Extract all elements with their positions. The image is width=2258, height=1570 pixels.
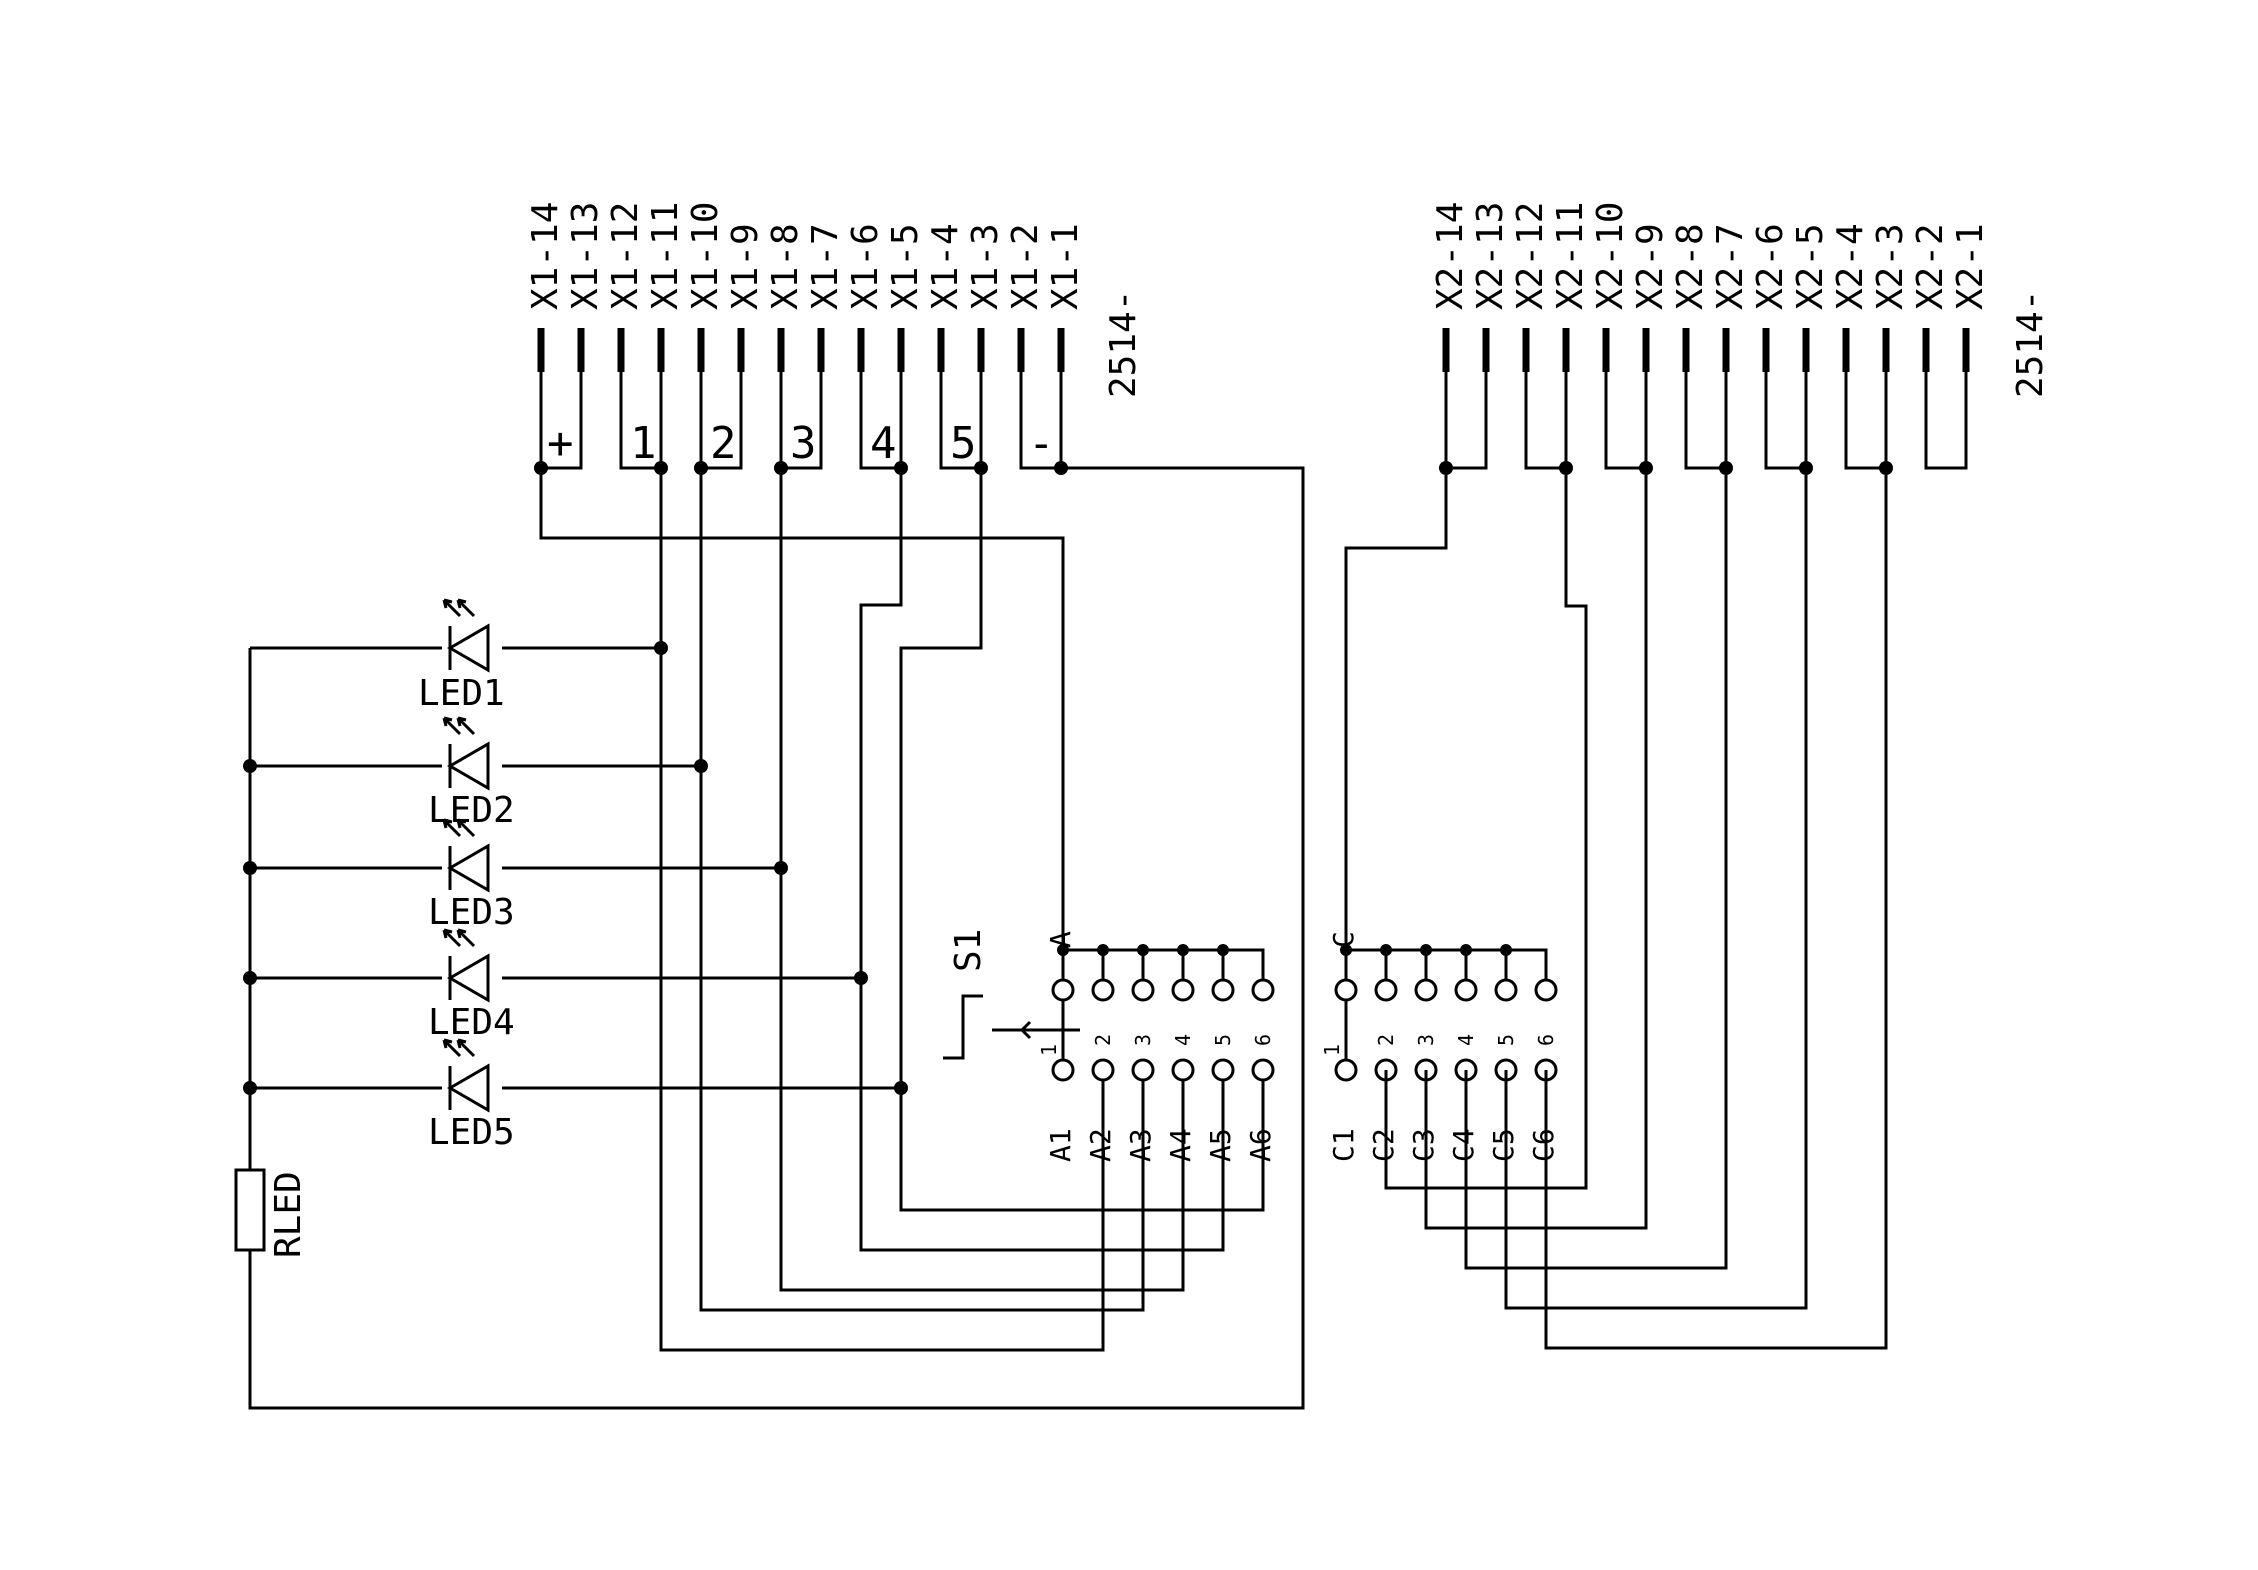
led-label: LED4	[428, 1002, 515, 1043]
led-label: LED5	[428, 1112, 515, 1153]
pin-label: X1-8	[765, 223, 806, 310]
signal-plus: +	[547, 418, 574, 469]
signal-3: 3	[790, 418, 817, 469]
pin-label: X2-1	[1950, 223, 1991, 310]
common-a-label: A	[1044, 931, 1077, 948]
resistor-rled: RLED	[234, 1088, 309, 1258]
signal-1: 1	[630, 418, 657, 469]
led-label: LED1	[418, 673, 505, 714]
pin-label: X2-8	[1670, 223, 1711, 310]
pin-label: X2-10	[1590, 202, 1631, 310]
pin-label: X2-9	[1630, 223, 1671, 310]
pin-label: X1-3	[965, 223, 1006, 310]
led-2	[442, 716, 502, 792]
switch-label: S1	[948, 929, 989, 972]
output-label: A5	[1204, 1128, 1237, 1162]
output-label: C1	[1327, 1128, 1360, 1162]
signal-5: 5	[950, 418, 977, 469]
output-label: C3	[1407, 1128, 1440, 1162]
led-label: LED3	[428, 892, 515, 933]
led-labels: LED1 LED2 LED3 LED4 LED5	[418, 673, 515, 1153]
pin-label: X2-14	[1430, 202, 1471, 310]
pin-label: X2-2	[1910, 223, 1951, 310]
common-c-label: C	[1327, 931, 1360, 948]
pin-label: X2-4	[1830, 223, 1871, 310]
pin-label: X1-13	[565, 202, 606, 310]
output-label: C6	[1527, 1128, 1560, 1162]
output-label: C5	[1487, 1128, 1520, 1162]
led-3	[442, 818, 502, 894]
pin-label: X1-10	[685, 202, 726, 310]
connector-x2-pins	[1442, 328, 1970, 470]
pin-label: X2-12	[1510, 202, 1551, 310]
output-label: A3	[1124, 1128, 1157, 1162]
signal-minus: -	[1028, 418, 1055, 469]
output-label: C2	[1367, 1128, 1400, 1162]
signal-2: 2	[710, 418, 737, 469]
connector-x2-labels: X2-14 X2-13 X2-12 X2-11 X2-10 X2-9 X2-8 …	[1430, 202, 2051, 398]
part-label: 2514-	[2010, 290, 2051, 398]
output-label: A6	[1244, 1128, 1277, 1162]
led-4	[442, 928, 502, 1004]
signal-4: 4	[870, 418, 897, 469]
position-num: 1	[1037, 1044, 1061, 1056]
pin-label: X1-1	[1045, 223, 1086, 310]
pin-label: X1-2	[1005, 223, 1046, 310]
pin-label: X1-11	[645, 202, 686, 310]
position-num: 2	[1374, 1034, 1398, 1046]
pin-label: X1-5	[885, 223, 926, 310]
pin-label: X1-7	[805, 223, 846, 310]
pin-label: X1-9	[725, 223, 766, 310]
position-num: 4	[1171, 1034, 1195, 1046]
position-num: 3	[1414, 1034, 1438, 1046]
position-num: 1	[1320, 1044, 1344, 1056]
pin-label: X2-11	[1550, 202, 1591, 310]
led-5	[442, 1038, 502, 1114]
pin-label: X2-13	[1470, 202, 1511, 310]
position-num: 5	[1494, 1034, 1518, 1046]
junctions	[243, 461, 1893, 1095]
pin-label: X1-12	[605, 202, 646, 310]
pin-label: X2-5	[1790, 223, 1831, 310]
position-num: 2	[1091, 1034, 1115, 1046]
resistor-label: RLED	[268, 1171, 309, 1258]
position-num: 3	[1131, 1034, 1155, 1046]
position-num: 5	[1211, 1034, 1235, 1046]
wiring-left	[248, 466, 1305, 1410]
signal-labels: + 1 2 3 4 5 -	[547, 418, 1055, 469]
pin-label: X2-6	[1750, 223, 1791, 310]
position-num: 6	[1251, 1034, 1275, 1046]
wiring-right	[1384, 468, 1888, 1350]
switch-s1-c-deck: C 1 2 3 4 5 6 C1 C2 C3 C4	[1320, 468, 1560, 1162]
pin-label: X2-3	[1870, 223, 1911, 310]
position-num: 6	[1534, 1034, 1558, 1046]
output-label: A4	[1164, 1128, 1197, 1162]
output-label: A1	[1044, 1128, 1077, 1162]
part-label: 2514-	[1103, 290, 1144, 398]
pin-label: X1-6	[845, 223, 886, 310]
pin-label: X2-7	[1710, 223, 1751, 310]
output-label: A2	[1084, 1128, 1117, 1162]
led-label: LED2	[428, 790, 515, 831]
position-num: 4	[1454, 1034, 1478, 1046]
switch-s1-a-deck: S1 A 1 2 3	[943, 929, 1277, 1162]
pin-label: X1-4	[925, 223, 966, 310]
pin-label: X1-14	[525, 202, 566, 310]
connector-x1-labels: X1-14 X1-13 X1-12 X1-11 X1-10 X1-9 X1-8 …	[525, 202, 1144, 398]
led-1	[442, 598, 502, 674]
output-label: C4	[1447, 1128, 1480, 1162]
connector-x1-pins	[537, 328, 1065, 470]
